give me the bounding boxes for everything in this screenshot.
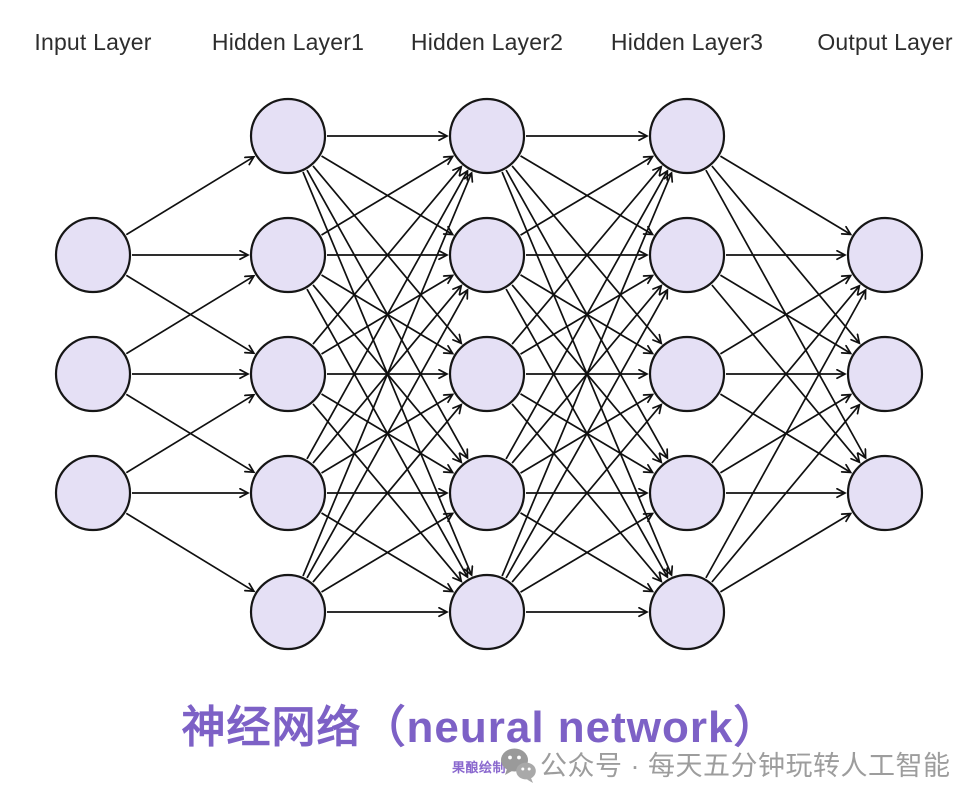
network-edge: [321, 157, 453, 236]
network-edge: [719, 155, 850, 234]
network-edge: [520, 157, 653, 236]
network-node-output: [846, 454, 924, 532]
network-node-output: [846, 335, 924, 413]
network-node-hidden2: [448, 97, 526, 175]
network-edge: [505, 290, 667, 579]
watermark-credit: 果酿绘制: [452, 760, 507, 775]
network-edge: [501, 173, 671, 577]
layer-label-hidden1: Hidden Layer1: [211, 29, 365, 55]
layer-label-hidden3: Hidden Layer3: [610, 29, 764, 55]
network-edge: [711, 405, 860, 583]
network-edge: [306, 171, 468, 460]
network-edge: [505, 171, 667, 460]
network-node-hidden3: [648, 573, 726, 651]
network-node-input: [54, 454, 132, 532]
network-edge: [306, 290, 468, 579]
wechat-icon: [501, 748, 536, 783]
diagram-title: 神经网络（neural network）: [181, 703, 779, 752]
network-edge: [511, 405, 661, 583]
network-edge: [312, 167, 461, 345]
network-node-hidden2: [448, 454, 526, 532]
network-node-hidden3: [648, 454, 726, 532]
watermark-account: 公众号 · 每天五分钟玩转人工智能: [540, 751, 951, 781]
network-edge: [125, 157, 254, 236]
watermark: 果酿绘制 公众号 · 每天五分钟玩转人工智能: [452, 744, 951, 783]
network-edge: [312, 405, 461, 583]
layer-label-hidden2: Hidden Layer2: [410, 29, 564, 55]
network-node-hidden1: [249, 454, 327, 532]
network-edge: [719, 514, 850, 593]
network-node-hidden2: [448, 216, 526, 294]
network-node-hidden2: [448, 335, 526, 413]
network-node-hidden1: [249, 335, 327, 413]
network-edge: [302, 173, 472, 577]
network-edge: [125, 395, 254, 474]
layer-label-output: Output Layer: [817, 29, 953, 55]
network-edge: [520, 514, 653, 593]
network-edge: [511, 167, 661, 345]
edges-group: [125, 136, 866, 612]
layer-label-input: Input Layer: [34, 29, 152, 55]
network-edge: [719, 276, 850, 355]
network-edge: [705, 290, 866, 579]
network-edge: [125, 512, 254, 591]
network-node-hidden3: [648, 335, 726, 413]
network-node-output: [846, 216, 924, 294]
network-node-input: [54, 216, 132, 294]
network-node-hidden2: [448, 573, 526, 651]
network-node-input: [54, 335, 132, 413]
network-node-hidden1: [249, 216, 327, 294]
network-edge: [321, 514, 453, 593]
network-edge: [125, 276, 254, 355]
network-node-hidden1: [249, 573, 327, 651]
network-node-hidden3: [648, 97, 726, 175]
nodes-group: [54, 97, 924, 651]
network-node-hidden1: [249, 97, 327, 175]
network-edge: [711, 286, 860, 464]
network-node-hidden3: [648, 216, 726, 294]
